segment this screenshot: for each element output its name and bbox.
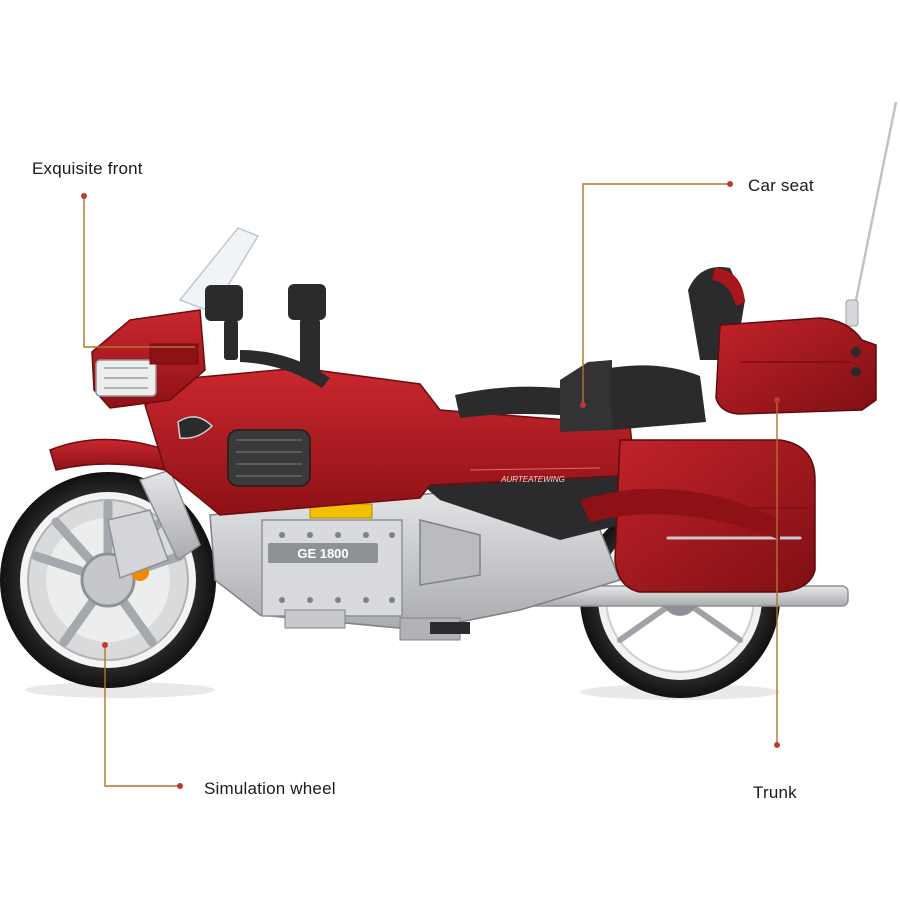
fork-guard — [107, 509, 169, 580]
callout-line-wheel — [104, 645, 180, 787]
antenna — [850, 101, 898, 321]
callout-dots — [81, 181, 780, 789]
antenna-base — [845, 299, 859, 327]
engine-badge: GE 1800 — [297, 546, 348, 561]
callout-label-trunk: Trunk — [753, 783, 797, 802]
callout-line-front — [83, 196, 195, 348]
front-fairing — [91, 309, 206, 409]
wing-emblem — [177, 416, 214, 439]
callout-lines — [83, 183, 778, 787]
front-fender — [49, 438, 166, 471]
footpeg — [430, 622, 470, 634]
callout-line-seat — [582, 183, 730, 405]
front-shadow — [25, 682, 215, 698]
rear-fender — [580, 488, 780, 540]
top-trunk — [715, 317, 877, 415]
callout-label-simulation-wheel: Simulation wheel — [204, 779, 336, 798]
callout-label-exquisite-front: Exquisite front — [32, 159, 143, 178]
callout-label-car-seat: Car seat — [748, 176, 814, 195]
front-fork — [138, 469, 201, 562]
handlebar — [205, 284, 330, 388]
engine: GE 1800 — [209, 484, 622, 641]
seat — [455, 266, 745, 432]
windshield — [178, 227, 260, 313]
side-badge: AURTEATEWING — [500, 475, 565, 484]
